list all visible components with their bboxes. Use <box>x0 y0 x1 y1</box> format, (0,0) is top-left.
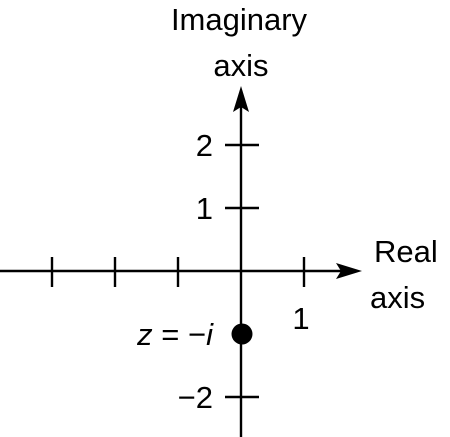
data-point <box>231 323 253 345</box>
imaginary-axis-arrowhead <box>233 86 249 112</box>
imaginary-axis-tick-labels: 2 1 −2 <box>178 128 213 415</box>
real-axis-arrowhead <box>336 263 362 279</box>
real-axis-title-line-2: axis <box>370 280 425 315</box>
real-axis-tick-labels: 1 <box>292 301 309 336</box>
real-axis-tick-label: 1 <box>292 301 309 336</box>
imaginary-axis-tick-label: 1 <box>196 191 213 226</box>
imaginary-axis-tick-label: −2 <box>178 380 213 415</box>
real-axis-title-line-1: Real <box>374 234 438 269</box>
real-axis-ticks <box>50 257 306 287</box>
data-points: z = −i <box>136 317 253 352</box>
imaginary-axis-tick-label: 2 <box>196 128 213 163</box>
imaginary-axis-title-line-2: axis <box>213 48 268 83</box>
imaginary-axis-title-line-1: Imaginary <box>171 2 308 37</box>
data-point-label-equals: = − <box>153 317 206 352</box>
data-point-label: z = −i <box>136 317 214 352</box>
data-point-label-variable: z <box>136 317 153 352</box>
data-point-label-value: i <box>206 317 214 352</box>
imaginary-axis-ticks <box>225 143 259 399</box>
